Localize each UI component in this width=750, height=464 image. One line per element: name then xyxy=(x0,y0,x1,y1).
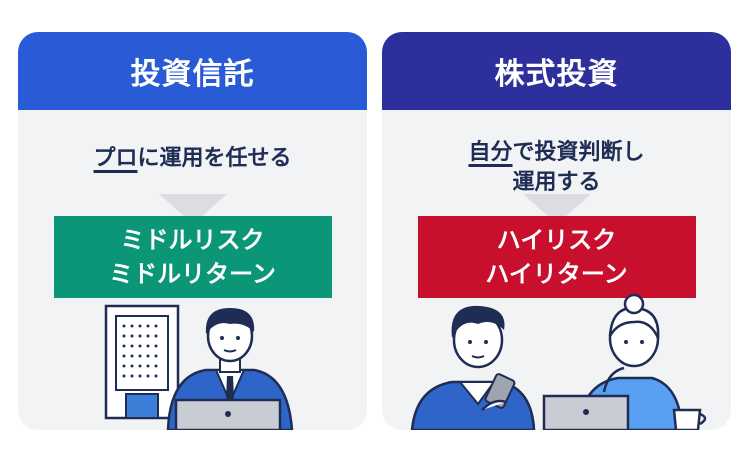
man-with-phone-figure xyxy=(410,305,536,430)
badge-line-2: ハイリターン xyxy=(485,260,628,288)
stock-investment-description: 自分で投資判断し 運用する xyxy=(382,138,731,198)
badge-line-1: ミドルリスク xyxy=(120,226,265,254)
mutual-fund-desc-rest: に運用を任せる xyxy=(137,146,292,171)
man-figure xyxy=(166,308,294,430)
stock-desc-line2: 運用する xyxy=(512,170,601,195)
mutual-fund-card[interactable]: 投資信託 プロに運用を任せる ミドルリスク ミドルリターン xyxy=(18,32,367,430)
badge-line-2: ミドルリターン xyxy=(109,260,276,288)
stock-desc-line1-rest: で投資判断し xyxy=(512,140,645,165)
high-risk-badge: ハイリスク ハイリターン xyxy=(417,216,696,298)
building-icon xyxy=(104,304,180,420)
investors-illustration xyxy=(410,293,707,430)
woman-figure xyxy=(542,293,707,430)
stock-investment-header: 株式投資 xyxy=(382,32,731,110)
stock-investment-card[interactable]: 株式投資 自分で投資判断し 運用する ハイリスク ハイリターン xyxy=(382,32,731,430)
self-underlined-text: 自分 xyxy=(468,140,513,165)
mutual-fund-header: 投資信託 xyxy=(18,32,367,110)
mutual-fund-title: 投資信託 xyxy=(130,57,255,92)
pro-underlined-text: プロ xyxy=(93,146,138,171)
mutual-fund-description: プロに運用を任せる xyxy=(18,144,367,174)
businessman-illustration xyxy=(104,304,294,430)
stock-investment-title: 株式投資 xyxy=(494,57,619,92)
middle-risk-badge: ミドルリスク ミドルリターン xyxy=(53,216,332,298)
badge-line-1: ハイリスク xyxy=(496,226,617,254)
